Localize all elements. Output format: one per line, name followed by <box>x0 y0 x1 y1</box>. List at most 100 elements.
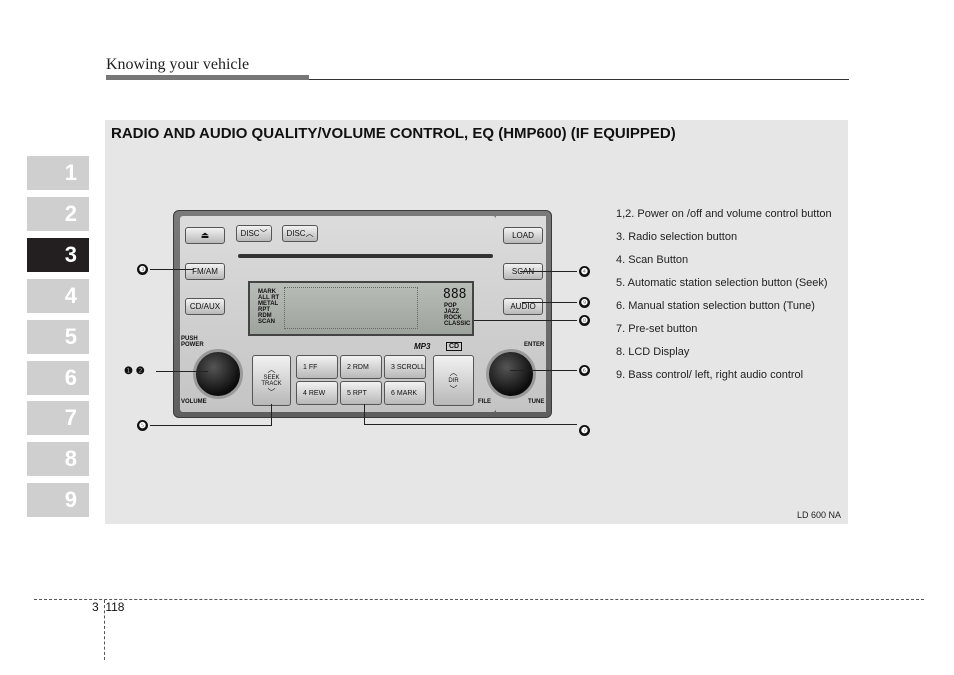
cd-aux-button[interactable]: CD/AUX <box>185 298 225 315</box>
legend-item: 3. Radio selection button <box>616 231 738 243</box>
disc-up-button[interactable]: DISC︿ <box>282 225 318 242</box>
leader-line-1-2 <box>156 371 208 372</box>
preset-number: 2 <box>347 363 351 371</box>
lcd-indicator-mark: MARK <box>258 289 276 295</box>
lcd-eq-rock: ROCK <box>444 315 462 321</box>
lcd-indicator-scan: SCAN <box>258 319 276 325</box>
chapter-tab-7[interactable]: 7 <box>27 401 89 435</box>
preset-number: 5 <box>347 389 351 397</box>
figure-code: LD 600 NA <box>797 510 842 520</box>
lcd-indicator-rdm: RDM <box>258 313 272 319</box>
preset-4-button[interactable]: 4 REW <box>296 381 338 405</box>
preset-label: REW <box>308 389 326 397</box>
preset-number: 6 <box>391 389 395 397</box>
eject-icon: ⏏ <box>200 230 210 240</box>
chevron-down-icon: ﹀ <box>267 387 276 397</box>
leader-line-3 <box>150 269 194 270</box>
leader-line-8 <box>474 320 577 321</box>
disc-down-button[interactable]: DISC﹀ <box>236 225 272 242</box>
leader-line-7-vertical <box>364 404 365 425</box>
preset-2-button[interactable]: 2 RDM <box>340 355 382 379</box>
callout-6: ❻ <box>579 365 590 376</box>
footer-vertical-rule <box>104 600 105 660</box>
audio-button[interactable]: AUDIO <box>503 298 543 315</box>
legend-item: 4. Scan Button <box>616 254 689 266</box>
preset-5-button[interactable]: 5 RPT <box>340 381 382 405</box>
preset-number: 1 <box>303 363 307 371</box>
eject-button[interactable]: ⏏ <box>185 227 225 244</box>
header-accent-bar <box>106 75 309 80</box>
chapter-tab-9[interactable]: 9 <box>27 483 89 517</box>
mp3-logo: MP3 <box>414 342 431 351</box>
section-title: RADIO AND AUDIO QUALITY/VOLUME CONTROL, … <box>111 125 676 142</box>
file-label: FILE <box>478 399 491 405</box>
chapter-tab-5[interactable]: 5 <box>27 320 89 354</box>
leader-line-5-vertical <box>271 404 272 426</box>
fm-am-button[interactable]: FM/AM <box>185 263 225 280</box>
lcd-eq-presets: POP JAZZ ROCK CLASSIC <box>444 303 470 327</box>
callout-8: ❽ <box>579 315 590 326</box>
lcd-indicator-rpt: RPT <box>258 307 270 313</box>
disc-up-label: DISC <box>286 229 306 238</box>
lcd-eq-pop: POP <box>444 303 457 309</box>
chapter-tab-1[interactable]: 1 <box>27 156 89 190</box>
load-button[interactable]: LOAD <box>503 227 543 244</box>
lcd-digits: 888 <box>443 287 467 302</box>
preset-6-button[interactable]: 6 MARK <box>384 381 426 405</box>
button-legend: 1,2. Power on /off and volume control bu… <box>616 207 832 391</box>
disc-down-label: DISC <box>240 229 260 238</box>
chapter-tab-3[interactable]: 3 <box>27 238 89 272</box>
legend-item: 1,2. Power on /off and volume control bu… <box>616 208 832 220</box>
cd-slot <box>238 254 493 258</box>
chevron-up-icon: ︿ <box>305 229 314 238</box>
chevron-up-icon: ︿ <box>267 364 276 374</box>
preset-3-button[interactable]: 3 SCROLL <box>384 355 426 379</box>
callout-3: ❸ <box>137 264 148 275</box>
leader-line-4 <box>520 271 577 272</box>
dir-button[interactable]: ︿ DIR ﹀ <box>433 355 474 406</box>
chevron-down-icon: ﹀ <box>259 229 268 238</box>
leader-line-9 <box>522 302 577 303</box>
lcd-segment-area <box>284 287 418 329</box>
preset-number: 4 <box>303 389 307 397</box>
preset-1-button[interactable]: 1 FF <box>296 355 338 379</box>
volume-label: VOLUME <box>181 399 207 405</box>
legend-item: 6. Manual station selection button (Tune… <box>616 300 815 312</box>
lcd-indicator-all-rt: ALL RT <box>258 295 280 301</box>
preset-label: RPT <box>352 389 367 397</box>
chapter-tab-2[interactable]: 2 <box>27 197 89 231</box>
preset-label: FF <box>308 363 318 371</box>
tune-knob[interactable] <box>486 349 536 399</box>
leader-line-7 <box>364 424 577 425</box>
seek-track-label: SEEK TRACK <box>261 374 282 387</box>
preset-buttons: 1 FF 2 RDM 3 SCROLL 4 REW 5 RPT 6 MARK <box>296 355 427 406</box>
dir-label: DIR <box>448 377 459 384</box>
legend-item: 5. Automatic station selection button (S… <box>616 277 828 289</box>
chevron-up-icon: ︿ <box>449 367 458 377</box>
chapter-tab-8[interactable]: 8 <box>27 442 89 476</box>
legend-item: 7. Pre-set button <box>616 323 698 335</box>
callout-9: ❾ <box>579 297 590 308</box>
chapter-tab-4[interactable]: 4 <box>27 279 89 313</box>
callout-4: ❹ <box>579 266 590 277</box>
header-rule <box>309 79 849 80</box>
tune-label: TUNE <box>528 399 545 405</box>
preset-label: RDM <box>352 363 369 371</box>
lcd-eq-classic: CLASSIC <box>444 321 471 327</box>
enter-label: ENTER <box>524 342 545 348</box>
cd-logo: CD <box>446 342 463 351</box>
legend-item: 8. LCD Display <box>616 346 690 358</box>
chapter-tab-6[interactable]: 6 <box>27 361 89 395</box>
lcd-left-indicators: MARK ALL RT METAL RPT RDM SCAN <box>258 289 279 325</box>
leader-line-5 <box>150 425 272 426</box>
callout-1-2: ❶ ❷ <box>124 366 145 377</box>
push-power-label: PUSH POWER <box>181 336 204 348</box>
footer-rule <box>34 599 924 600</box>
callout-5: ❺ <box>137 420 148 431</box>
lcd-indicator-metal: METAL <box>258 301 279 307</box>
preset-label: SCROLL <box>396 363 425 371</box>
callout-7: ❼ <box>579 425 590 436</box>
volume-knob[interactable] <box>193 349 243 399</box>
chevron-down-icon: ﹀ <box>449 384 458 394</box>
seek-track-button[interactable]: ︿ SEEK TRACK ﹀ <box>252 355 291 406</box>
